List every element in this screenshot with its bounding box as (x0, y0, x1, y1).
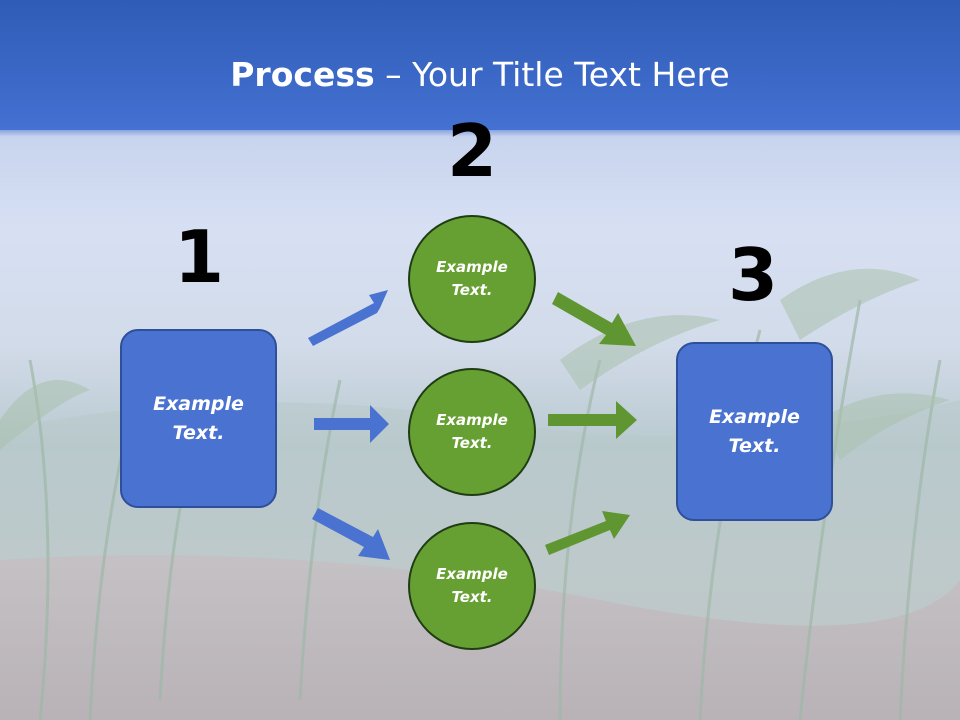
circle-middle: Example Text. (408, 368, 536, 496)
title-bar (0, 0, 960, 130)
end-box-line1: Example (709, 405, 800, 428)
circle-middle-line2: Text. (451, 434, 493, 452)
arrow-start-to-middle (314, 405, 389, 443)
title-rest: – Your Title Text Here (374, 55, 730, 94)
slide-title: Process – Your Title Text Here (0, 52, 960, 98)
circle-bottom-text: Example Text. (436, 563, 508, 609)
circle-bottom-line2: Text. (451, 588, 493, 606)
step-number-1: 1 (173, 215, 225, 299)
arrow-start-to-bottom (312, 508, 390, 560)
circle-top-line2: Text. (451, 281, 493, 299)
end-box: Example Text. (676, 342, 833, 521)
start-box-line2: Text. (172, 421, 225, 444)
step-number-2: 2 (446, 109, 498, 193)
circle-middle-line1: Example (436, 411, 508, 429)
circle-top-text: Example Text. (436, 256, 508, 302)
start-box: Example Text. (120, 329, 277, 508)
arrow-bottom-to-end (545, 511, 630, 555)
start-box-line1: Example (153, 392, 244, 415)
circle-bottom-line1: Example (436, 565, 508, 583)
end-box-line2: Text. (728, 434, 781, 457)
end-box-text: Example Text. (709, 403, 800, 461)
circle-middle-text: Example Text. (436, 409, 508, 455)
start-box-text: Example Text. (153, 390, 244, 448)
arrow-top-to-end (552, 292, 636, 346)
circle-bottom: Example Text. (408, 522, 536, 650)
arrow-middle-to-end (548, 401, 637, 439)
title-bold: Process (230, 55, 375, 94)
circle-top-line1: Example (436, 258, 508, 276)
step-number-3: 3 (727, 233, 779, 317)
circle-top: Example Text. (408, 215, 536, 343)
arrow-start-to-top (308, 290, 388, 346)
